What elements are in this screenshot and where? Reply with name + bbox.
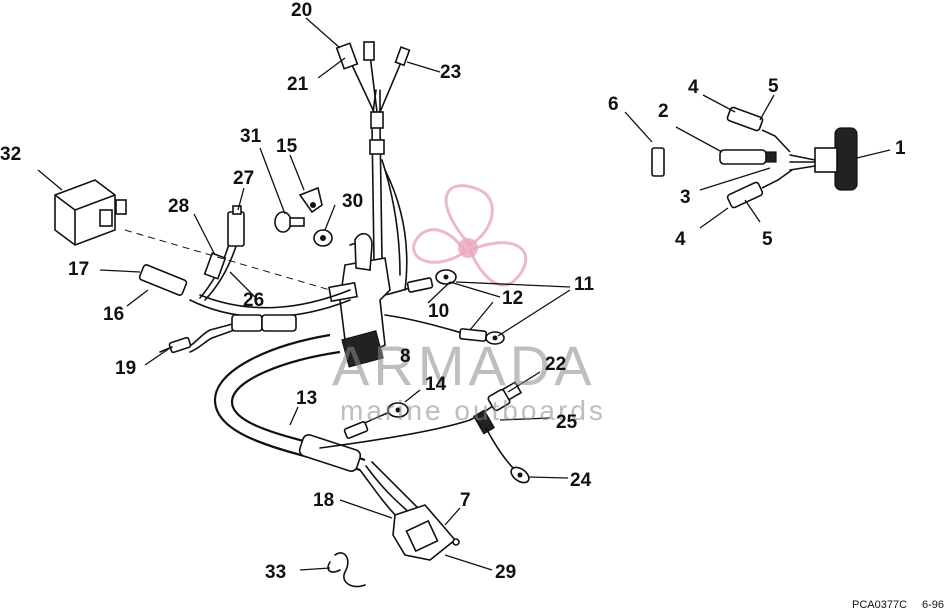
watermark-tagline: marine outboards [340, 395, 606, 426]
callout-28: 28 [168, 196, 189, 217]
callout-5-top: 5 [768, 76, 779, 97]
washer-part [313, 229, 333, 247]
watermark-brand: ARMADA [332, 334, 596, 397]
callout-14: 14 [425, 374, 447, 395]
callout-12: 12 [502, 288, 523, 309]
callout-22: 22 [545, 354, 566, 375]
relay-part [54, 179, 331, 291]
callout-10: 10 [428, 301, 449, 322]
callout-27: 27 [233, 168, 254, 189]
callout-23: 23 [440, 62, 461, 83]
callout-29: 29 [495, 562, 516, 583]
callout-30: 30 [342, 191, 363, 212]
callout-26: 26 [243, 290, 264, 311]
propeller-logo-icon [412, 184, 528, 287]
callout-3: 3 [680, 187, 691, 208]
callout-7: 7 [460, 490, 471, 511]
callout-1: 1 [895, 138, 906, 159]
callout-4-bottom: 4 [675, 229, 686, 250]
callout-19: 19 [115, 358, 136, 379]
clamp-part [298, 186, 323, 214]
callout-20: 20 [291, 0, 312, 21]
callout-labels: 20 21 23 31 15 27 30 28 32 17 16 26 19 1… [0, 0, 906, 583]
callout-31: 31 [240, 126, 262, 147]
drawing-code: PCA0377C [852, 599, 908, 611]
callout-17: 17 [68, 259, 89, 280]
callout-8: 8 [400, 346, 411, 367]
callout-15: 15 [276, 136, 298, 157]
callout-18: 18 [313, 490, 334, 511]
screw-part [274, 211, 305, 233]
callout-33: 33 [265, 562, 286, 583]
callout-25: 25 [556, 412, 578, 433]
callout-21: 21 [287, 74, 309, 95]
callout-6: 6 [608, 94, 619, 115]
main-harness [138, 41, 530, 561]
leader-lines [37, 17, 891, 571]
switch-assembly [651, 106, 858, 209]
callout-16: 16 [103, 304, 124, 325]
callout-11: 11 [574, 274, 595, 295]
hook-part [327, 552, 366, 588]
date-code: 6-96 [922, 599, 945, 611]
callout-24: 24 [570, 470, 592, 491]
callout-32: 32 [0, 144, 21, 165]
callout-5-bottom: 5 [762, 229, 773, 250]
callout-4-top: 4 [688, 77, 699, 98]
callout-2: 2 [658, 101, 669, 122]
callout-13: 13 [296, 388, 317, 409]
